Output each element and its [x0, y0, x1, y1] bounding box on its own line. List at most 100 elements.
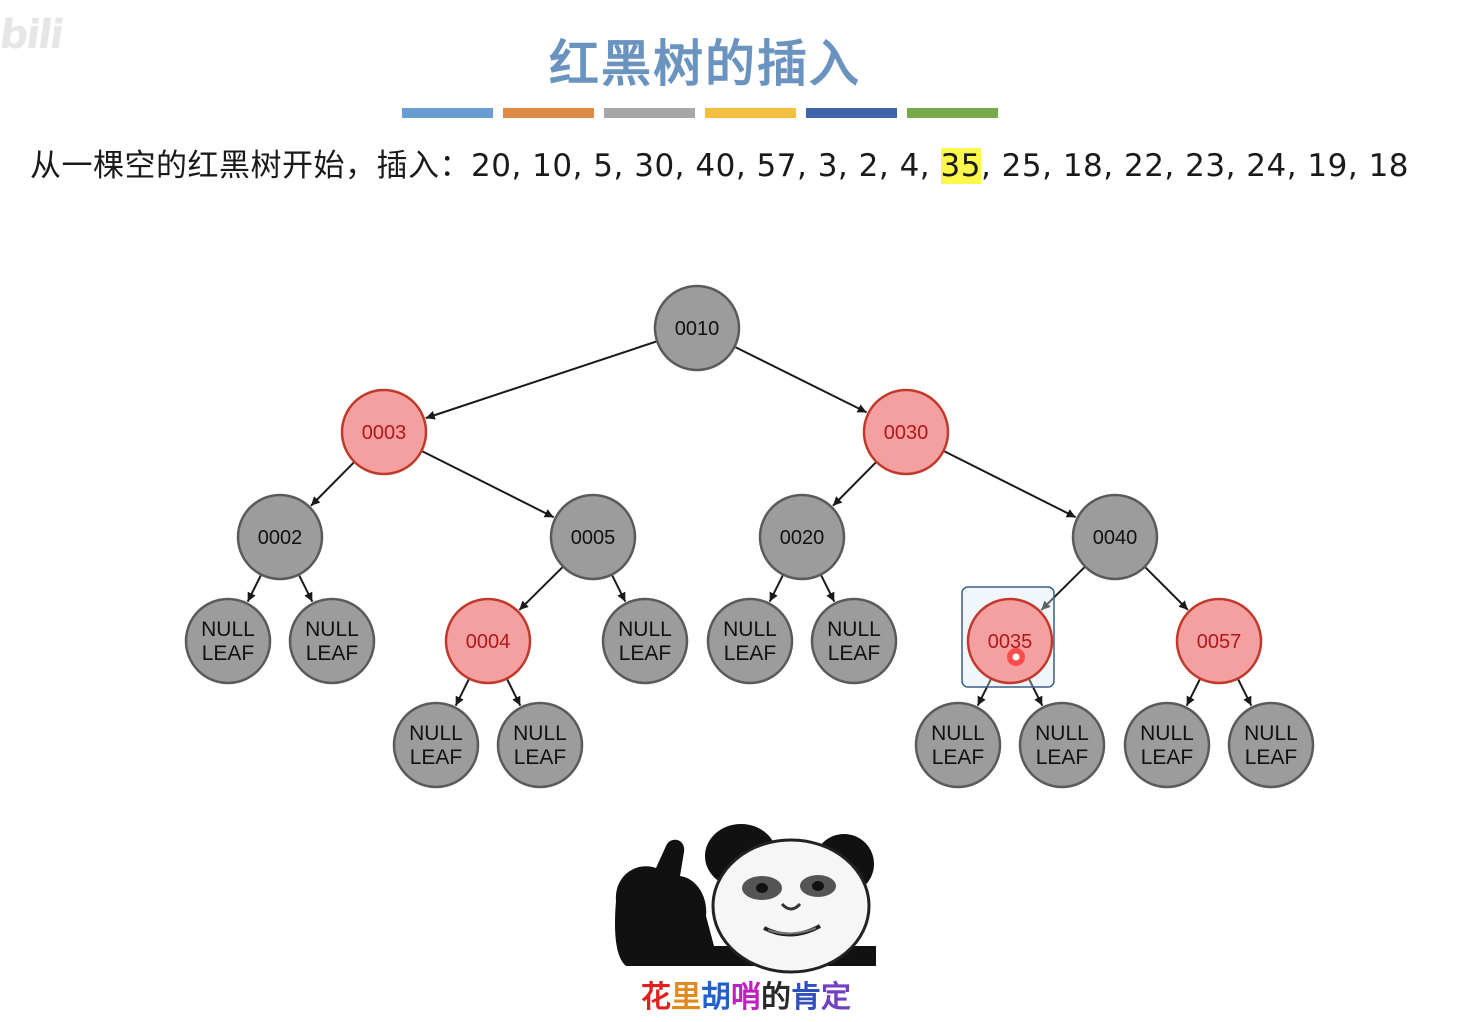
node-label: NULL [931, 722, 985, 745]
tree-node-n0003: 0003 [340, 388, 428, 476]
meme-caption-char: 哨 [731, 980, 761, 1015]
edge-n0057-leafK [1236, 678, 1253, 707]
color-bar-4 [705, 108, 796, 118]
insert-sequence-text: 从一棵空的红黑树开始，插入：20, 10, 5, 30, 40, 57, 3, … [30, 140, 1409, 185]
edge-n0040-n0057 [1143, 565, 1189, 611]
black-node-circle [1227, 701, 1315, 789]
edge-n0035-leafI [1027, 678, 1044, 707]
black-node-circle [914, 701, 1002, 789]
panda-meme: 花里胡哨的肯定 [596, 806, 904, 1018]
node-label: NULL [618, 618, 672, 641]
sequence-after: , 25, 18, 22, 23, 24, 19, 18 [980, 148, 1410, 184]
edge-n0005-n0004 [518, 565, 564, 611]
edge-n0020-leafD [768, 574, 785, 603]
node-label: 0002 [258, 527, 303, 549]
edge-n0005-leafC [610, 574, 627, 603]
meme-caption-char: 里 [671, 980, 701, 1015]
node-label: NULL [201, 618, 255, 641]
edge-n0010-n0003 [425, 340, 658, 420]
node-label: NULL [1244, 722, 1298, 745]
panda-meme-image [615, 824, 876, 974]
edge-n0002-leafB [297, 574, 314, 603]
red-node-circle [862, 388, 950, 476]
node-label: 0010 [675, 318, 720, 340]
node-label: 0005 [571, 527, 616, 549]
tree-node-n0002: 0002 [236, 493, 324, 581]
highlighted-value: 35 [940, 148, 981, 184]
meme-caption-char: 定 [821, 980, 851, 1015]
meme-caption-char: 肯 [791, 980, 821, 1015]
color-bar-5 [806, 108, 897, 118]
node-label: LEAF [1245, 746, 1298, 769]
tree-node-n0004: 0004 [444, 597, 532, 685]
node-label: LEAF [514, 746, 567, 769]
edge-n0030-n0040 [943, 449, 1077, 519]
black-node-circle [601, 597, 689, 685]
meme-caption-char: 花 [641, 980, 671, 1015]
black-node-circle [1071, 493, 1159, 581]
edge-n0003-n0002 [310, 461, 356, 507]
node-label: 0003 [362, 422, 407, 444]
tree-node-n0040: 0040 [1071, 493, 1159, 581]
black-node-circle [236, 493, 324, 581]
node-label: LEAF [202, 642, 255, 665]
color-bar-3 [604, 108, 695, 118]
node-label: NULL [513, 722, 567, 745]
node-label: 0057 [1197, 631, 1242, 653]
black-node-circle [1123, 701, 1211, 789]
edge-n0040-n0035 [1040, 565, 1086, 611]
color-bar-row [402, 108, 1008, 118]
red-node-circle [1175, 597, 1263, 685]
node-label: NULL [1035, 722, 1089, 745]
node-label: LEAF [410, 746, 463, 769]
node-label: 0040 [1093, 527, 1138, 549]
node-label: LEAF [1036, 746, 1089, 769]
node-label: 0030 [884, 422, 929, 444]
edge-n0004-leafF [454, 678, 471, 707]
edge-n0057-leafJ [1185, 678, 1202, 707]
red-node-circle [444, 597, 532, 685]
black-node-circle [288, 597, 376, 685]
color-bar-6 [907, 108, 998, 118]
node-label: NULL [305, 618, 359, 641]
edge-n0035-leafH [976, 678, 993, 707]
meme-caption-char: 胡 [701, 980, 731, 1015]
edge-n0020-leafE [819, 574, 836, 603]
edge-n0030-n0020 [832, 461, 878, 507]
cursor-center-dot [1012, 653, 1020, 661]
tree-node-n0035: 0035 [961, 586, 1055, 688]
node-label: LEAF [828, 642, 881, 665]
black-node-circle [810, 597, 898, 685]
black-node-circle [653, 284, 741, 372]
black-node-circle [496, 701, 584, 789]
meme-caption: 花里胡哨的肯定 [596, 972, 896, 1016]
edge-n0003-n0005 [421, 449, 555, 519]
tree-node-n0005: 0005 [549, 493, 637, 581]
black-node-circle [758, 493, 846, 581]
node-label: NULL [1140, 722, 1194, 745]
black-node-circle [549, 493, 637, 581]
node-label: NULL [827, 618, 881, 641]
edge-n0004-leafG [505, 678, 522, 707]
node-label: LEAF [932, 746, 985, 769]
node-label: 0035 [988, 631, 1033, 653]
red-node-circle [966, 597, 1054, 685]
sentence-prefix: 从一棵空的红黑树开始，插入： [30, 148, 471, 184]
node-label: 0004 [466, 631, 511, 653]
black-node-circle [706, 597, 794, 685]
node-label: LEAF [1141, 746, 1194, 769]
tree-node-n0010: 0010 [653, 284, 741, 372]
color-bar-1 [402, 108, 493, 118]
node-label: LEAF [306, 642, 359, 665]
tree-node-n0020: 0020 [758, 493, 846, 581]
